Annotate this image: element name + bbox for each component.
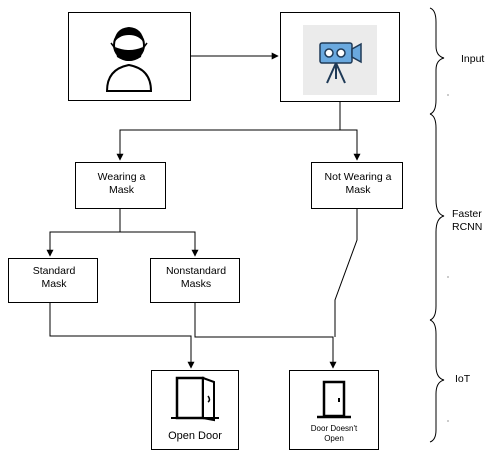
arrow-not-wearing-to-closed-door	[334, 209, 358, 337]
arrow-camera-to-not-wearing	[340, 129, 361, 161]
nonstandard-masks-box: Nonstandard Masks	[150, 258, 240, 303]
arrow-wearing-to-standard	[46, 209, 121, 257]
brace-input	[429, 7, 445, 115]
standard-mask-label: Standard Mask	[32, 265, 76, 290]
open-door-label: Open Door	[168, 430, 222, 442]
open-door-icon	[171, 376, 219, 422]
video-camera-icon	[319, 42, 362, 84]
wearing-mask-box: Wearing a Mask	[75, 162, 166, 209]
person-box	[68, 12, 191, 101]
stage-iot-label: IoT	[455, 373, 471, 385]
standard-mask-box: Standard Mask	[8, 258, 98, 303]
arrow-standard-to-open-door	[49, 303, 195, 369]
camera-panel	[303, 25, 377, 95]
not-wearing-mask-label: Not Wearing a Mask	[324, 171, 392, 196]
camera-box	[280, 12, 400, 102]
brace-faster-rcnn	[429, 113, 445, 321]
open-door-box: Open Door	[151, 370, 239, 450]
wearing-mask-label: Wearing a Mask	[97, 171, 146, 196]
nonstandard-masks-label: Nonstandard Masks	[165, 265, 227, 290]
not-wearing-mask-box: Not Wearing a Mask	[311, 162, 403, 209]
arrow-wearing-to-nonstandard	[120, 231, 199, 257]
closed-door-icon	[317, 380, 351, 419]
stage-input-label: Input	[461, 53, 485, 65]
masked-person-icon	[105, 27, 153, 92]
arrow-camera-to-wearing	[116, 102, 341, 161]
closed-door-box: Door Doesn't Open	[289, 370, 379, 450]
stage-faster-rcnn-label: Faster RCNN	[452, 208, 483, 233]
brace-iot	[429, 319, 445, 443]
closed-door-label: Door Doesn't Open	[310, 424, 358, 443]
arrow-nonstandard-to-closed-door	[194, 303, 337, 369]
